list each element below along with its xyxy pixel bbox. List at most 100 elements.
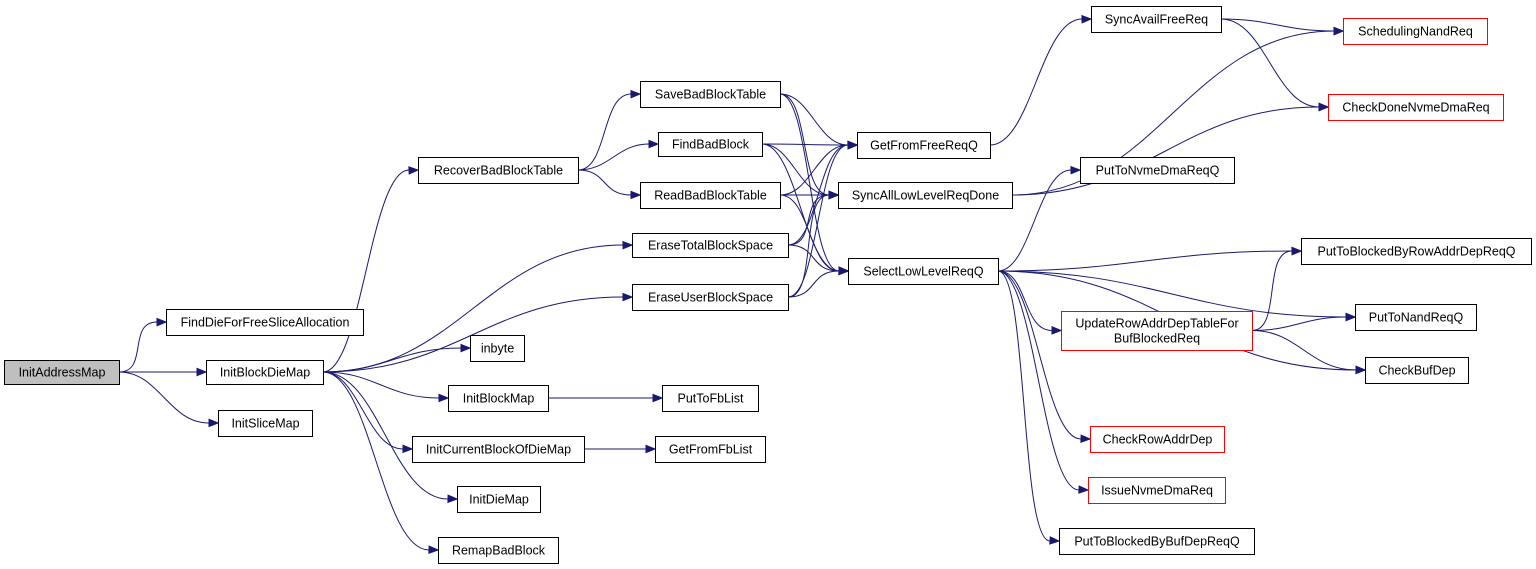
node-init-die-map[interactable]: InitDieMap: [457, 486, 541, 513]
node-check-done-nvme-dma-req[interactable]: CheckDoneNvmeDmaReq: [1328, 94, 1504, 121]
node-box-put-to-nvme-dma-req-q: [1080, 157, 1235, 184]
arrowhead-sync-all-low-level-req-done-to-check-done-nvme-dma-req: [1318, 102, 1330, 112]
node-scheduling-nand-req[interactable]: SchedulingNandReq: [1343, 18, 1488, 45]
arrowhead-select-low-level-req-q-to-check-row-addr-dep: [1080, 434, 1092, 443]
edge-init-block-die-map-to-erase-user-block-space: [322, 296, 624, 373]
arrowhead-update-row-addr-dep-table-for-buf-blocked-req-to-put-to-blocked-by-row-addr-dep-req-q: [1291, 246, 1303, 256]
node-find-die-for-free-slice-allocation[interactable]: FindDieForFreeSliceAllocation: [166, 309, 364, 336]
edge-erase-user-block-space-to-select-low-level-req-q: [787, 270, 840, 298]
node-box-erase-total-block-space: [632, 233, 789, 258]
node-label-init-slice-map: InitSliceMap: [231, 417, 299, 431]
arrowhead-recover-bad-block-table-to-save-bad-block-table: [630, 89, 642, 99]
node-box-find-bad-block: [658, 132, 763, 157]
node-box-save-bad-block-table: [640, 81, 781, 108]
arrowhead-erase-user-block-space-to-get-from-free-req-q: [847, 140, 859, 150]
edge-recover-bad-block-table-to-read-bad-block-table: [577, 169, 632, 196]
node-sync-all-low-level-req-done[interactable]: SyncAllLowLevelReqDone: [838, 182, 1013, 209]
node-label-remap-bad-block: RemapBadBlock: [452, 544, 546, 558]
arrowhead-update-row-addr-dep-table-for-buf-blocked-req-to-check-buf-dep: [1355, 365, 1367, 375]
arrowhead-sync-all-low-level-req-done-to-scheduling-nand-req: [1333, 26, 1345, 36]
node-label-sync-avail-free-req: SyncAvailFreeReq: [1105, 13, 1208, 27]
node-label-check-row-addr-dep: CheckRowAddrDep: [1103, 433, 1213, 447]
node-label-read-bad-block-table: ReadBadBlockTable: [654, 189, 767, 203]
node-remap-bad-block[interactable]: RemapBadBlock: [438, 537, 559, 564]
edge-read-bad-block-table-to-select-low-level-req-q: [779, 194, 840, 272]
node-label-check-done-nvme-dma-req: CheckDoneNvmeDmaReq: [1342, 101, 1489, 115]
node-check-row-addr-dep[interactable]: CheckRowAddrDep: [1090, 426, 1225, 453]
node-box-issue-nvme-dma-req: [1088, 477, 1226, 504]
node-label-get-from-free-req-q: GetFromFreeReqQ: [870, 139, 978, 153]
edge-sync-all-low-level-req-done-to-scheduling-nand-req: [1011, 30, 1335, 196]
edge-find-bad-block-to-get-from-free-req-q: [761, 143, 849, 146]
node-box-update-row-addr-dep-table-for-buf-blocked-req: [1061, 311, 1253, 351]
node-recover-bad-block-table[interactable]: RecoverBadBlockTable: [418, 157, 579, 184]
node-label-put-to-blocked-by-buf-dep-req-q: PutToBlockedByBufDepReqQ: [1074, 535, 1240, 549]
edge-init-address-map-to-init-slice-map: [118, 371, 210, 424]
node-init-block-map[interactable]: InitBlockMap: [448, 385, 549, 412]
node-put-to-blocked-by-row-addr-dep-req-q[interactable]: PutToBlockedByRowAddrDepReqQ: [1301, 238, 1532, 265]
edge-erase-total-block-space-to-get-from-free-req-q: [787, 144, 849, 246]
node-init-block-die-map[interactable]: InitBlockDieMap: [206, 360, 324, 385]
node-erase-total-block-space[interactable]: EraseTotalBlockSpace: [632, 233, 789, 258]
arrowhead-init-address-map-to-init-slice-map: [208, 418, 220, 428]
node-get-from-free-req-q[interactable]: GetFromFreeReqQ: [857, 132, 991, 159]
arrowhead-select-low-level-req-q-to-update-row-addr-dep-table-for-buf-blocked-req: [1051, 326, 1063, 335]
edge-init-block-die-map-to-init-block-map: [322, 371, 440, 399]
edge-select-low-level-req-q-to-issue-nvme-dma-req: [997, 270, 1080, 491]
edge-init-block-die-map-to-inbyte: [322, 347, 462, 373]
arrowhead-init-block-die-map-to-init-block-map: [438, 393, 450, 403]
node-inbyte[interactable]: inbyte: [470, 335, 525, 362]
edge-update-row-addr-dep-table-for-buf-blocked-req-to-put-to-blocked-by-row-addr-dep-req-q: [1251, 250, 1293, 331]
node-label-check-buf-dep: CheckBufDep: [1378, 364, 1455, 378]
node-label-update-row-addr-dep-table-for-buf-blocked-req-line-1: UpdateRowAddrDepTableFor: [1075, 317, 1238, 331]
node-put-to-fb-list[interactable]: PutToFbList: [662, 385, 759, 412]
node-issue-nvme-dma-req[interactable]: IssueNvmeDmaReq: [1088, 477, 1226, 504]
node-label-issue-nvme-dma-req: IssueNvmeDmaReq: [1101, 484, 1213, 498]
node-label-recover-bad-block-table: RecoverBadBlockTable: [434, 164, 563, 178]
edge-select-low-level-req-q-to-put-to-nand-req-q: [997, 270, 1347, 318]
node-box-sync-all-low-level-req-done: [838, 182, 1013, 209]
edge-update-row-addr-dep-table-for-buf-blocked-req-to-check-buf-dep: [1251, 330, 1357, 371]
edge-save-bad-block-table-to-get-from-free-req-q: [779, 93, 849, 146]
arrowhead-get-from-free-req-q-to-sync-avail-free-req: [1081, 14, 1093, 24]
node-put-to-nand-req-q[interactable]: PutToNandReqQ: [1355, 304, 1477, 331]
node-init-current-block-of-die-map[interactable]: InitCurrentBlockOfDieMap: [412, 436, 585, 463]
node-box-get-from-fb-list: [655, 436, 766, 463]
node-label-sync-all-low-level-req-done: SyncAllLowLevelReqDone: [852, 189, 999, 203]
node-box-init-die-map: [457, 486, 541, 513]
edge-find-bad-block-to-sync-all-low-level-req-done: [761, 143, 830, 196]
edge-select-low-level-req-q-to-put-to-blocked-by-buf-dep-req-q: [997, 270, 1051, 542]
node-layer: InitAddressMap FindDieForFreeSliceAllocat…: [4, 6, 1532, 564]
node-check-buf-dep[interactable]: CheckBufDep: [1365, 357, 1469, 384]
node-box-read-bad-block-table: [640, 182, 781, 209]
edge-select-low-level-req-q-to-update-row-addr-dep-table-for-buf-blocked-req: [997, 270, 1053, 331]
node-select-low-level-req-q[interactable]: SelectLowLevelReqQ: [848, 258, 999, 285]
node-label-save-bad-block-table: SaveBadBlockTable: [655, 88, 766, 102]
arrowhead-recover-bad-block-table-to-read-bad-block-table: [630, 190, 642, 200]
node-label-find-die-for-free-slice-allocation: FindDieForFreeSliceAllocation: [181, 316, 350, 330]
node-erase-user-block-space[interactable]: EraseUserBlockSpace: [632, 284, 789, 311]
node-box-recover-bad-block-table: [418, 157, 579, 184]
node-box-scheduling-nand-req: [1343, 18, 1488, 45]
node-get-from-fb-list[interactable]: GetFromFbList: [655, 436, 766, 463]
edge-erase-total-block-space-to-select-low-level-req-q: [787, 244, 840, 272]
node-box-init-address-map: [4, 360, 120, 385]
node-label-find-bad-block: FindBadBlock: [672, 138, 750, 152]
arrowhead-update-row-addr-dep-table-for-buf-blocked-req-to-put-to-nand-req-q: [1345, 312, 1357, 322]
node-read-bad-block-table[interactable]: ReadBadBlockTable: [640, 182, 781, 209]
node-put-to-nvme-dma-req-q[interactable]: PutToNvmeDmaReqQ: [1080, 157, 1235, 184]
node-find-bad-block[interactable]: FindBadBlock: [658, 132, 763, 157]
node-init-slice-map[interactable]: InitSliceMap: [218, 410, 313, 437]
node-label-init-die-map: InitDieMap: [469, 493, 529, 507]
arrowhead-erase-user-block-space-to-sync-all-low-level-req-done: [828, 190, 840, 200]
node-save-bad-block-table[interactable]: SaveBadBlockTable: [640, 81, 781, 108]
node-label-init-address-map: InitAddressMap: [19, 366, 106, 380]
edge-init-block-die-map-to-remap-bad-block: [322, 371, 430, 551]
arrowhead-init-block-map-to-put-to-fb-list: [652, 393, 664, 403]
node-sync-avail-free-req[interactable]: SyncAvailFreeReq: [1091, 6, 1222, 33]
node-put-to-blocked-by-buf-dep-req-q[interactable]: PutToBlockedByBufDepReqQ: [1059, 528, 1255, 555]
node-label-erase-total-block-space: EraseTotalBlockSpace: [648, 239, 773, 253]
edge-read-bad-block-table-to-get-from-free-req-q: [779, 144, 849, 196]
edge-layer: [118, 14, 1367, 554]
